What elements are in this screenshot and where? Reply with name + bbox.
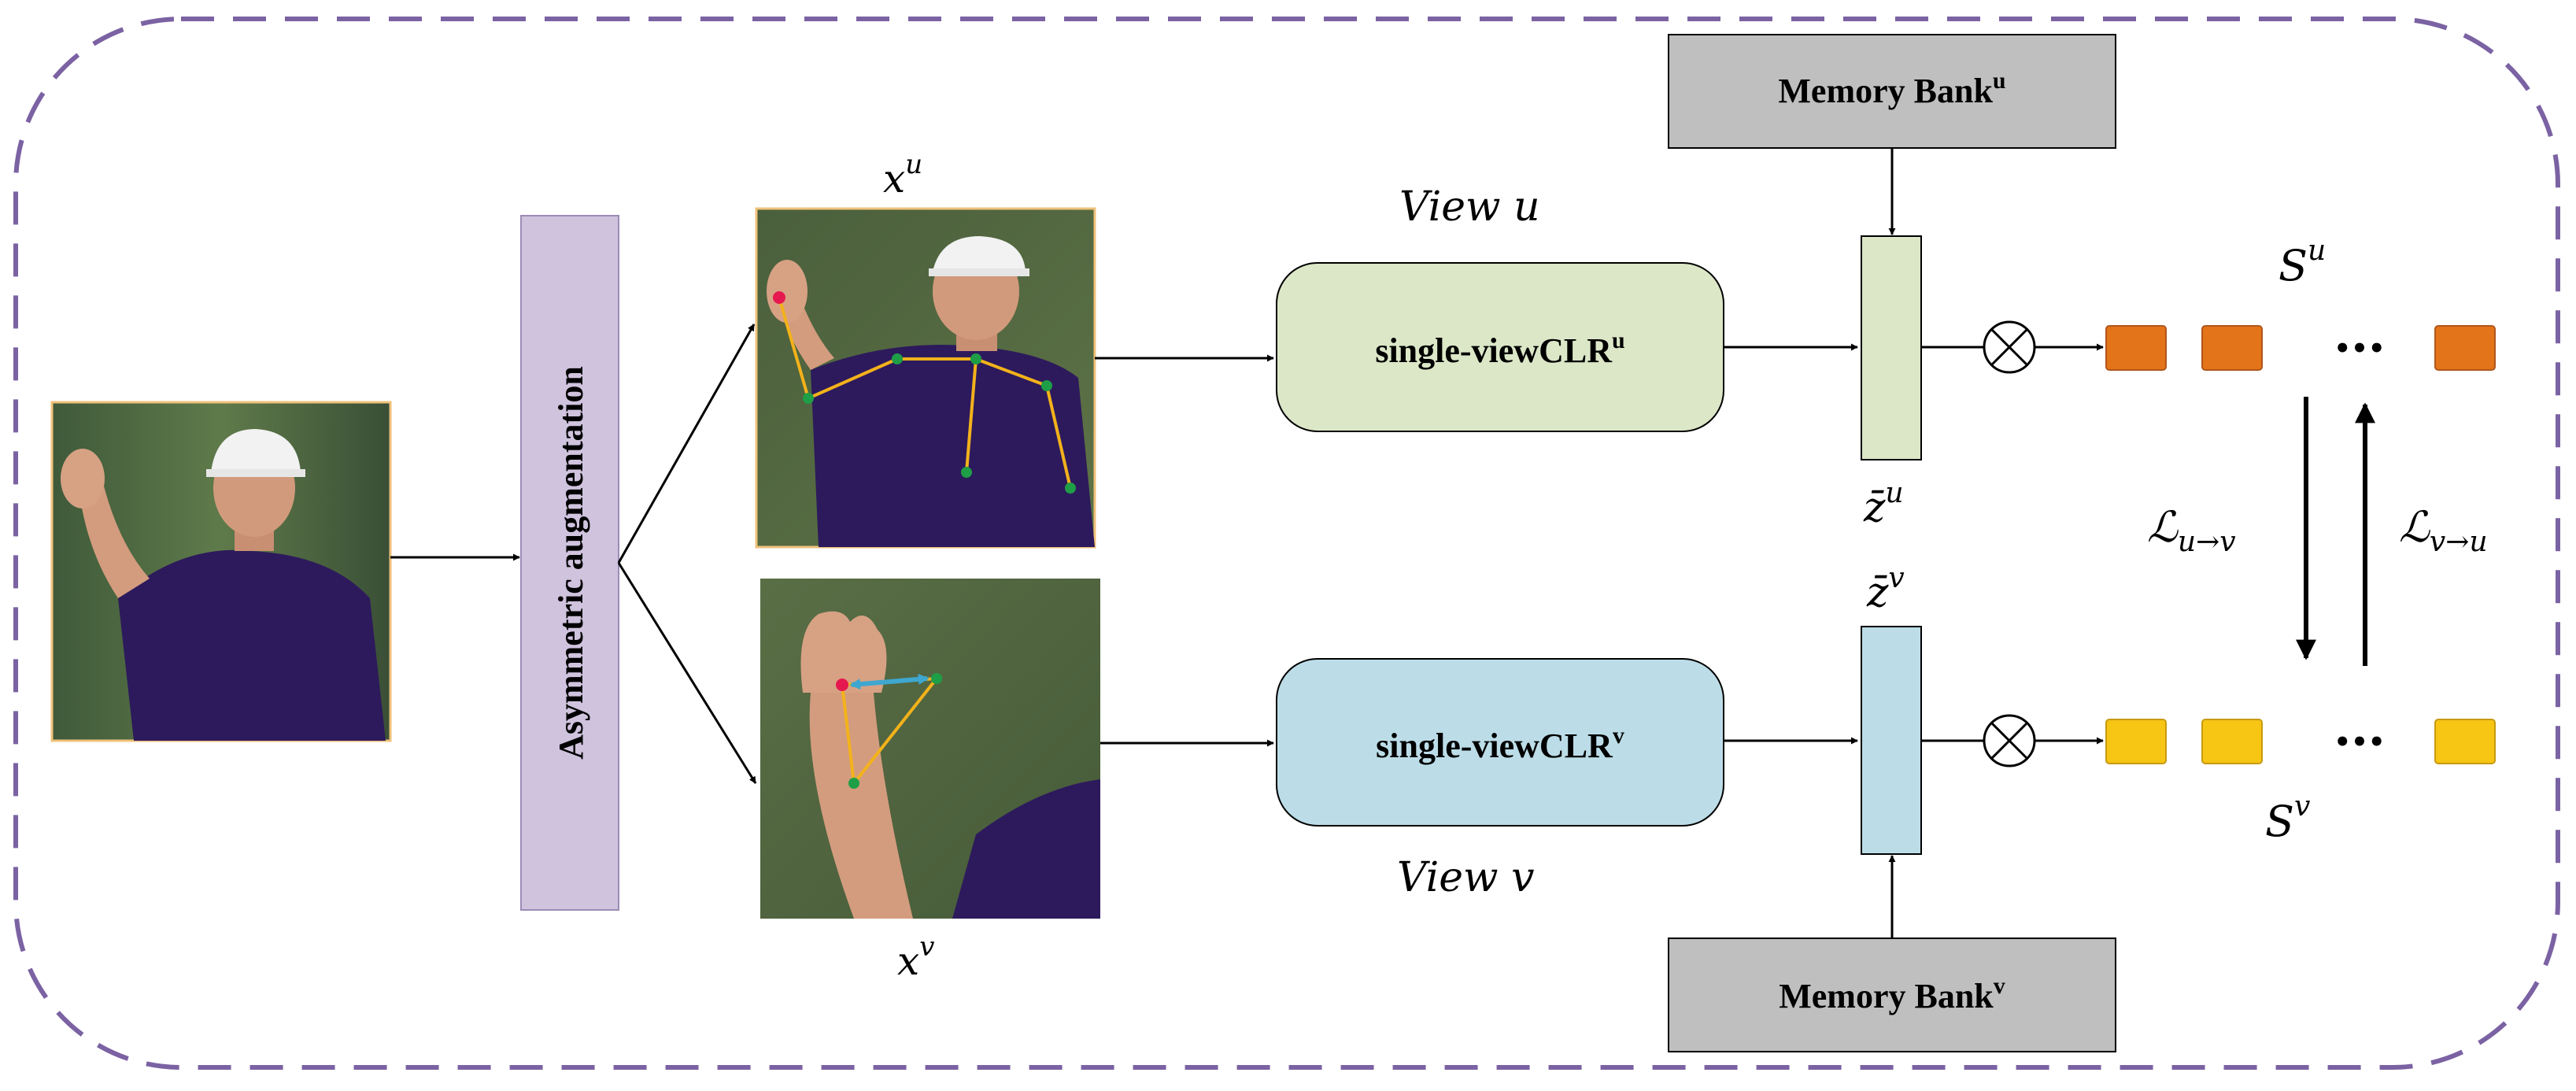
svg-text:Memory Bankv: Memory Bankv [1779,973,2005,1015]
otimes-u-icon [1983,320,2036,374]
xu-label: xu [883,149,922,202]
similarity-tokens-u: ••• [2105,325,2496,371]
zv-label: z̄v [1866,562,1905,616]
loss-v-to-u-label: ℒv→u [2399,502,2488,558]
view-v-image [760,579,1100,919]
ellipsis-v: ••• [2334,727,2385,758]
xv-label: xv [897,931,934,984]
svg-text:single-viewCLRu: single-viewCLRu [1375,327,1624,370]
outer-dashed-border [13,17,2560,1070]
memory-bank-u: Memory Banku [1668,34,2116,149]
ellipsis-u: ••• [2334,333,2385,364]
su-label: Su [2278,235,2326,290]
svg-text:Memory Banku: Memory Banku [1778,68,2005,110]
arrow-augmentation-to-xu [617,324,756,564]
clr-u-block: single-viewCLRu [1276,262,1724,432]
sv-label: Sv [2265,790,2310,846]
svg-text:single-viewCLRv: single-viewCLRv [1376,723,1624,765]
augmentation-label: Asymmetric augmentation [552,366,590,760]
loss-u-to-v-label: ℒu→v [2147,502,2236,558]
input-image [50,401,392,742]
augmentation-block: Asymmetric augmentation [520,215,619,911]
similarity-tokens-v: ••• [2105,719,2496,764]
arrow-augmentation-to-xv [617,562,757,784]
clr-v-label: single-viewCLR [1376,727,1613,765]
otimes-v-icon [1983,714,2036,767]
clr-u-label: single-viewCLR [1375,331,1613,370]
clr-v-block: single-viewCLRv [1276,658,1724,827]
memory-bank-v-label: Memory Bank [1779,977,1994,1015]
zu-feature-bar [1861,235,1922,460]
view-v-label: View v [1397,854,1534,901]
view-u-label: View u [1399,183,1540,231]
zv-feature-bar [1861,626,1922,855]
zu-label: z̄u [1863,477,1904,531]
memory-bank-v: Memory Bankv [1668,938,2116,1052]
memory-bank-u-label: Memory Bank [1778,72,1993,110]
view-u-image [755,207,1096,549]
